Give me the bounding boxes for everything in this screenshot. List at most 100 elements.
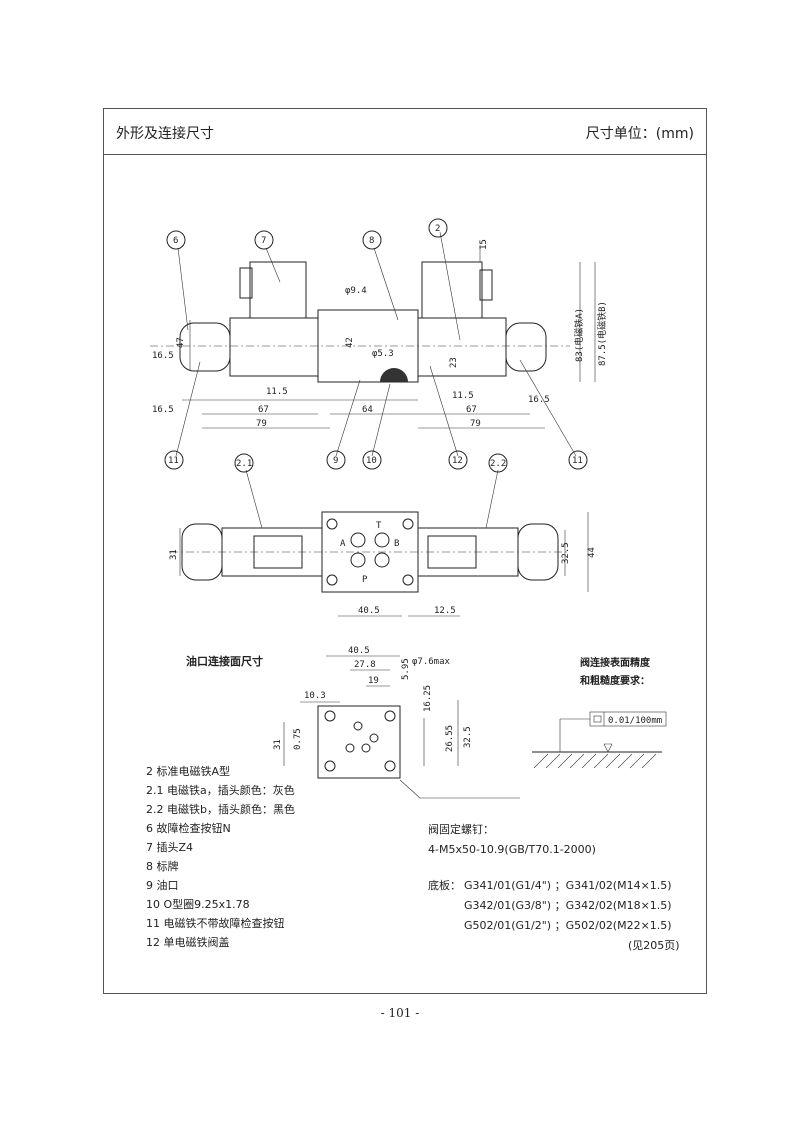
legend-list: 2 标准电磁铁A型 2.1 电磁铁a，插头颜色：灰色 2.2 电磁铁b，插头颜色… <box>146 762 295 952</box>
port-a: A <box>340 539 346 549</box>
port-b: B <box>394 539 399 549</box>
dim-phi94: φ9.4 <box>345 286 367 296</box>
face-dim-325: 32.5 <box>463 726 473 748</box>
face-dim-103: 10.3 <box>304 691 326 701</box>
callout-6 <box>166 230 186 250</box>
dim-44: 44 <box>587 547 597 558</box>
face-dim-405: 40.5 <box>348 646 370 656</box>
legend-item: 2.2 电磁铁b，插头颜色：黑色 <box>146 803 295 816</box>
surface-spec: 0.01/100mm <box>608 716 662 726</box>
base-line: G341/01(G1/4") ；G341/02(M14×1.5) <box>464 879 672 892</box>
dim-79a: 79 <box>256 419 267 429</box>
callout-text-21: 2.1 <box>236 459 252 469</box>
plan-view: A B T P 2.1 2.2 31 32.5 44 40.5 12.5 <box>169 453 597 617</box>
callout-text-22: 2.2 <box>490 459 506 469</box>
callout-text-10: 10 <box>366 456 377 466</box>
dim-405: 40.5 <box>358 606 380 616</box>
dim-115b: 11.5 <box>452 391 474 401</box>
callout-2 <box>428 218 448 238</box>
callout-text-6: 6 <box>173 236 178 246</box>
left-solenoid <box>229 317 319 377</box>
screws-label: 阀固定螺钉： <box>428 823 494 836</box>
legend-item: 7 插头Z4 <box>146 841 194 854</box>
face-dim-075: 0.75 <box>293 728 303 750</box>
section-title: 外形及连接尺寸 <box>116 126 214 142</box>
face-dim-31: 31 <box>273 739 283 750</box>
legend-item: 10 O型圈9.25x1.78 <box>146 898 250 911</box>
o-ring <box>380 368 408 382</box>
face-dim-595: 5.95 <box>401 658 411 680</box>
page-frame: 外形及连接尺寸 尺寸单位：(mm) <box>103 108 707 994</box>
face-title: 油口连接面尺寸 <box>186 655 263 668</box>
dim-15: 15 <box>479 239 489 250</box>
face-dim-19: 19 <box>368 676 379 686</box>
dim-125: 12.5 <box>434 606 456 616</box>
dim-165c: 16.5 <box>528 395 550 405</box>
surface-title: 阀连接表面精度 <box>580 658 650 669</box>
roughness-icon <box>603 743 613 753</box>
callout-10 <box>362 450 382 470</box>
legend-item: 8 标牌 <box>146 860 179 873</box>
callout-text-12: 12 <box>452 456 463 466</box>
dim-67a: 67 <box>258 405 269 415</box>
right-plug <box>421 261 483 319</box>
right-coil-cap <box>505 322 547 372</box>
ground-hatch <box>533 753 657 769</box>
dim-64: 64 <box>362 405 373 415</box>
callout-11-right <box>568 450 588 470</box>
dim-325: 32.5 <box>561 542 571 564</box>
dim-83: 83(电磁铁A) <box>573 308 585 362</box>
port-p: P <box>362 575 368 585</box>
legend-item: 6 故障检查按钮N <box>146 822 231 835</box>
legend-item: 2 标准电磁铁A型 <box>146 765 231 778</box>
left-coil-cap <box>179 322 231 372</box>
port-b-circle <box>374 532 390 548</box>
face-dim-278: 27.8 <box>354 660 376 670</box>
dim-31: 31 <box>169 549 179 560</box>
screws-value: 4-M5x50-10.9(GB/T70.1-2000) <box>428 843 596 856</box>
callout-12 <box>448 450 468 470</box>
dim-phi53: φ5.3 <box>372 349 394 359</box>
dim-115a: 11.5 <box>266 387 288 397</box>
callout-text-2: 2 <box>435 224 440 234</box>
dim-47: 47 <box>176 337 186 348</box>
surface-title-2: 和粗糙度要求： <box>580 676 650 687</box>
callout-text-8: 8 <box>369 236 374 246</box>
dim-875: 87.5(电磁铁B) <box>596 301 608 366</box>
surface-symbol: 0.01/100mm <box>532 711 667 769</box>
right-plug-screw <box>479 269 493 301</box>
face-outline <box>317 705 401 779</box>
left-plug-screw <box>239 267 253 299</box>
callout-22 <box>488 453 508 473</box>
mounting-face: 40.5 27.8 19 5.95 φ7.6max 10.3 16.25 31 … <box>273 646 520 799</box>
dim-23: 23 <box>449 357 459 368</box>
right-solenoid <box>417 317 507 377</box>
dim-79b: 79 <box>470 419 481 429</box>
section-header: 外形及连接尺寸 尺寸单位：(mm) <box>104 109 706 155</box>
dim-165b: 16.5 <box>152 405 174 415</box>
callout-text-7: 7 <box>261 236 266 246</box>
dim-42: 42 <box>345 337 355 348</box>
face-dim-2655: 26.55 <box>445 725 455 752</box>
base-line: G342/01(G3/8") ；G342/02(M18×1.5) <box>464 899 672 912</box>
front-view: 6 7 8 2 11 9 10 12 11 φ9.4 47 16.5 42 φ5… <box>150 218 608 470</box>
legend-item: 9 油口 <box>146 879 179 892</box>
callout-text-9: 9 <box>333 456 338 466</box>
left-plug <box>249 261 307 319</box>
callout-text-11a: 11 <box>168 456 179 466</box>
base-label: 底板： <box>428 879 461 892</box>
face-dim-phi76: φ7.6max <box>412 657 451 667</box>
base-line: G502/01(G1/2") ；G502/02(M22×1.5) <box>464 919 672 932</box>
unit-label: 尺寸单位：(mm) <box>585 126 694 142</box>
port-a-circle <box>350 532 366 548</box>
dim-67b: 67 <box>466 405 477 415</box>
page-number: - 101 - <box>380 1006 420 1020</box>
callout-11-left <box>164 450 184 470</box>
see-page: (见205页) <box>628 939 680 952</box>
dim-165a: 16.5 <box>152 351 174 361</box>
legend-item: 11 电磁铁不带故障检查按钮 <box>146 917 285 930</box>
callout-7 <box>254 230 274 250</box>
callout-9 <box>326 450 346 470</box>
plan-right-coil <box>427 535 477 569</box>
